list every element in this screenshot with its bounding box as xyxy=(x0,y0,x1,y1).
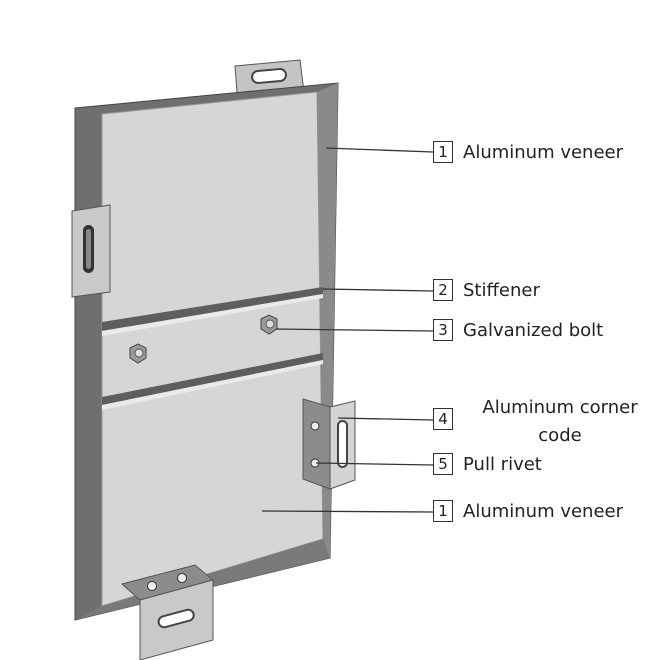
bottom-bracket xyxy=(120,564,215,660)
pull-rivet xyxy=(310,421,320,431)
label-number: 2 xyxy=(433,279,453,301)
label-number: 1 xyxy=(433,141,453,163)
label-text: code xyxy=(538,425,582,446)
aluminum-veneer-frame xyxy=(74,82,339,621)
label-aluminum-veneer-bottom: 1 Aluminum veneer xyxy=(433,500,623,522)
left-bracket xyxy=(71,204,111,298)
label-pull-rivet: 5 Pull rivet xyxy=(433,453,542,475)
label-number: 3 xyxy=(433,319,453,341)
label-number: 1 xyxy=(433,500,453,522)
label-aluminum-veneer-top: 1 Aluminum veneer xyxy=(433,141,623,163)
label-corner-code-number: 4 xyxy=(433,408,463,430)
label-text: Aluminum veneer xyxy=(463,141,624,163)
galvanized-bolt xyxy=(129,314,278,364)
label-number: 5 xyxy=(433,453,453,475)
label-galvanized-bolt: 3 Galvanized bolt xyxy=(433,319,603,341)
label-aluminum-corner-code: Aluminum corner code xyxy=(460,394,660,450)
label-text: Aluminum veneer xyxy=(463,500,624,522)
label-number: 4 xyxy=(433,408,453,430)
aluminum-corner-code xyxy=(302,398,356,490)
label-text: Stiffener xyxy=(463,279,540,301)
label-stiffener: 2 Stiffener xyxy=(433,279,540,301)
stiffener xyxy=(102,287,323,410)
leader-lines xyxy=(261,147,434,513)
label-text: Pull rivet xyxy=(463,453,542,475)
label-text: Galvanized bolt xyxy=(463,319,604,341)
label-text: Aluminum corner xyxy=(482,397,638,418)
